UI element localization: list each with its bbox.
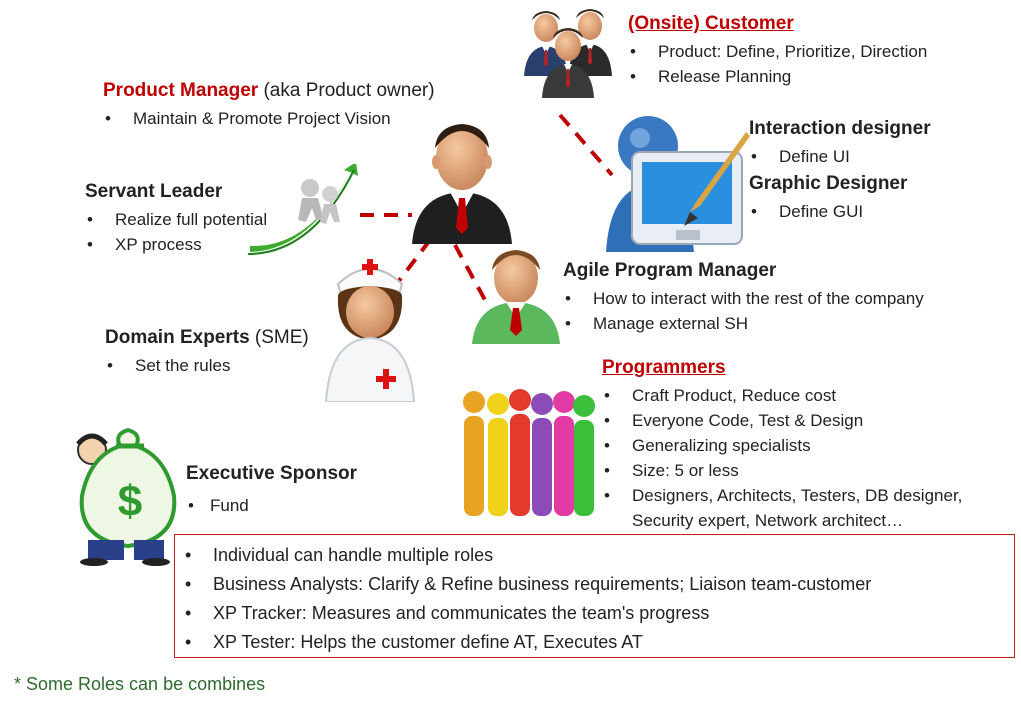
list-item: Realize full potential	[85, 207, 267, 232]
programmers-team-icon	[463, 389, 595, 516]
executive-sponsor-title: Executive Sponsor	[186, 463, 358, 484]
product-manager-list: Maintain & Promote Project Vision	[103, 106, 435, 131]
note-item: XP Tester: Helps the customer define AT,…	[183, 628, 1014, 657]
list-item: Everyone Code, Test & Design	[602, 408, 962, 433]
list-item: Define GUI	[749, 199, 907, 224]
notes-box: Individual can handle multiple roles Bus…	[174, 534, 1015, 658]
list-item: Fund	[186, 493, 357, 518]
agile-program-manager-icon	[472, 250, 560, 344]
servant-leader-list: Realize full potential XP process	[85, 207, 267, 257]
note-item: XP Tracker: Measures and communicates th…	[183, 599, 1014, 628]
list-item: Maintain & Promote Project Vision	[103, 106, 435, 131]
product-manager-heading: Product Manager (aka Product owner)	[103, 80, 435, 102]
list-item: Craft Product, Reduce cost	[602, 383, 962, 408]
product-manager-title: Product Manager	[103, 80, 259, 101]
note-item: Individual can handle multiple roles	[183, 541, 1014, 570]
list-item: Generalizing specialists	[602, 433, 962, 458]
servant-leader-block: Servant Leader Realize full potential XP…	[85, 181, 267, 257]
connector-customer-designer	[558, 113, 614, 177]
graphic-designer-list: Define GUI	[749, 199, 907, 224]
list-item: Set the rules	[105, 353, 309, 378]
interaction-designer-list: Define UI	[749, 144, 931, 169]
product-manager-aka: (aka Product owner)	[258, 80, 435, 101]
executive-sponsor-list: Fund	[186, 493, 357, 518]
agile-program-manager-title: Agile Program Manager	[563, 260, 777, 281]
list-item: Size: 5 or less	[602, 458, 962, 483]
connector-pm-agile	[453, 244, 487, 301]
graphic-designer-title: Graphic Designer	[749, 173, 908, 194]
domain-experts-block: Domain Experts (SME) Set the rules	[105, 327, 309, 378]
interaction-designer-title: Interaction designer	[749, 118, 931, 139]
executive-sponsor-block: Executive Sponsor Fund	[186, 463, 357, 518]
product-manager-block: Product Manager (aka Product owner) Main…	[103, 80, 435, 131]
servant-leader-icon	[247, 164, 358, 255]
designer-computer-icon	[606, 116, 750, 252]
list-item: Designers, Architects, Testers, DB desig…	[602, 483, 962, 508]
notes-list: Individual can handle multiple roles Bus…	[183, 541, 1014, 657]
domain-experts-title: Domain Experts	[105, 327, 250, 348]
domain-experts-aka: (SME)	[249, 327, 309, 348]
list-item: Manage external SH	[563, 311, 924, 336]
customer-title: (Onsite) Customer	[628, 13, 794, 34]
dollar-sign: $	[118, 477, 142, 526]
product-manager-icon	[412, 124, 512, 244]
programmers-list: Craft Product, Reduce cost Everyone Code…	[602, 383, 962, 533]
servant-leader-title: Servant Leader	[85, 181, 223, 202]
customer-list: Product: Define, Prioritize, Direction R…	[628, 39, 927, 89]
person-figure	[463, 391, 485, 516]
programmers-title: Programmers	[602, 357, 726, 378]
footnote: * Some Roles can be combines	[14, 674, 266, 694]
list-item: Define UI	[749, 144, 931, 169]
list-item-continued: Security expert, Network architect…	[632, 511, 904, 530]
list-item: Release Planning	[628, 64, 927, 89]
list-item: XP process	[85, 232, 267, 257]
domain-experts-list: Set the rules	[105, 353, 309, 378]
note-item: Business Analysts: Clarify & Refine busi…	[183, 570, 1014, 599]
graphic-designer-block: Graphic Designer Define GUI	[749, 173, 907, 224]
interaction-designer-block: Interaction designer Define UI	[749, 118, 931, 169]
money-bag-icon: $	[76, 427, 177, 566]
list-item: Product: Define, Prioritize, Direction	[628, 39, 927, 64]
list-item: How to interact with the rest of the com…	[563, 286, 924, 311]
programmers-block: Programmers Craft Product, Reduce cost E…	[602, 357, 962, 533]
agile-program-manager-list: How to interact with the rest of the com…	[563, 286, 924, 336]
domain-experts-heading: Domain Experts (SME)	[105, 327, 309, 349]
customer-block: (Onsite) Customer Product: Define, Prior…	[628, 13, 927, 89]
domain-expert-icon	[324, 259, 416, 402]
agile-program-manager-block: Agile Program Manager How to interact wi…	[563, 260, 924, 336]
customers-group-icon	[524, 9, 612, 98]
